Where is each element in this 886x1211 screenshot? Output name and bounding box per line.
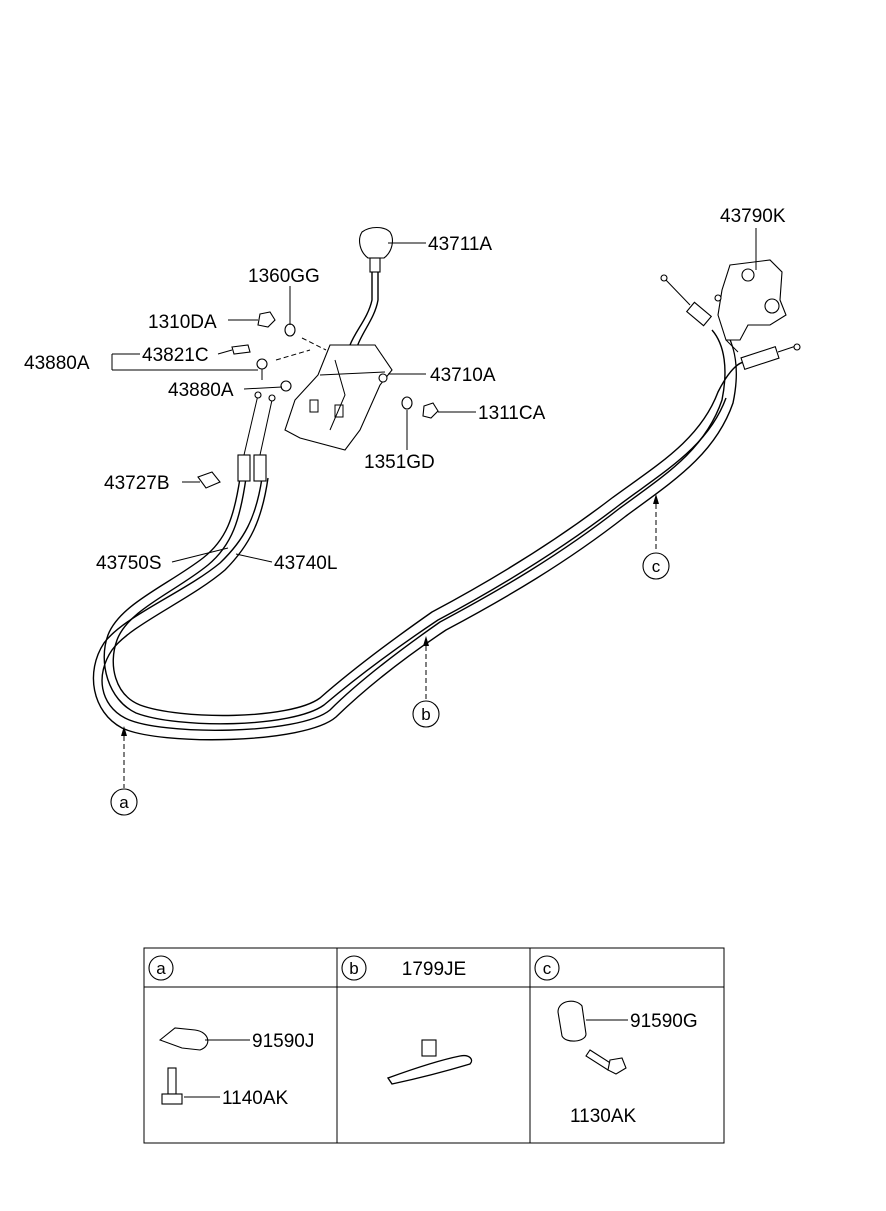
- label-assy-left-2: 43880A: [168, 380, 234, 401]
- label-knob: 43711A: [428, 234, 492, 255]
- cable-assembly: [92, 274, 801, 741]
- leader-lines: [111, 228, 757, 563]
- clip-91590g: [557, 1000, 587, 1042]
- callout-a-circle: [110, 788, 138, 816]
- table-c-tag: c: [543, 959, 552, 978]
- table-c-part1: 91590G: [630, 1011, 698, 1032]
- callout-c: c: [642, 494, 670, 580]
- nut-1310da: [257, 311, 276, 328]
- select-cable: [112, 361, 746, 717]
- callout-c-circle: [642, 552, 670, 580]
- shift-lever-assembly: [197, 226, 439, 489]
- callout-a: a: [110, 726, 138, 816]
- label-washer-top: 1360GG: [248, 266, 320, 287]
- callout-a-text: a: [119, 793, 129, 812]
- table-a-circle: [148, 955, 174, 981]
- table-a-part2: 1140AK: [222, 1088, 289, 1109]
- callout-c-text: c: [652, 557, 661, 576]
- label-shifter: 43710A: [430, 365, 496, 386]
- label-bracket: 43790K: [720, 206, 786, 227]
- table-a-part1: 91590J: [252, 1031, 314, 1052]
- label-assy-left: 43880A: [24, 353, 90, 374]
- label-nut-right: 1311CA: [478, 403, 546, 424]
- table-c-part2: 1130AK: [570, 1106, 637, 1127]
- callout-b-circle: [412, 700, 440, 728]
- table-a-tag: a: [156, 959, 166, 978]
- label-clip: 43727B: [104, 473, 170, 494]
- table-b-circle: [341, 955, 367, 981]
- label-nut-left: 1310DA: [148, 312, 217, 333]
- shifter-housing: [284, 344, 393, 451]
- shift-cable: [101, 329, 726, 731]
- clamp-91590j: [158, 1027, 209, 1051]
- label-cable-select: 43750S: [96, 553, 162, 574]
- label-washer-bottom: 1351GD: [364, 452, 435, 473]
- washer-1360gg: [284, 323, 296, 337]
- bolt-1140ak: [167, 1067, 177, 1095]
- cable-tie-1799je: [386, 1054, 473, 1085]
- pin-43821c: [231, 344, 251, 355]
- bracket-43790k: [714, 259, 787, 353]
- part-labels: 43711A 1360GG 1310DA 43821C 43880A 43880…: [24, 206, 786, 574]
- nut-1311ca: [422, 402, 439, 419]
- washer-1351gd: [401, 396, 413, 410]
- callout-b: b: [412, 636, 440, 728]
- table-b-tag: b: [349, 959, 358, 978]
- shift-knob: [359, 226, 393, 259]
- label-cable-shift: 43740L: [274, 553, 337, 574]
- callout-b-text: b: [421, 705, 430, 724]
- clip-43727b: [197, 471, 221, 489]
- table-c-circle: [534, 955, 560, 981]
- label-pin: 43821C: [142, 345, 209, 366]
- table-b-title: 1799JE: [402, 959, 466, 980]
- parts-table: a 91590J 1140AK b 1799JE c 91590G 1130AK: [143, 947, 725, 1144]
